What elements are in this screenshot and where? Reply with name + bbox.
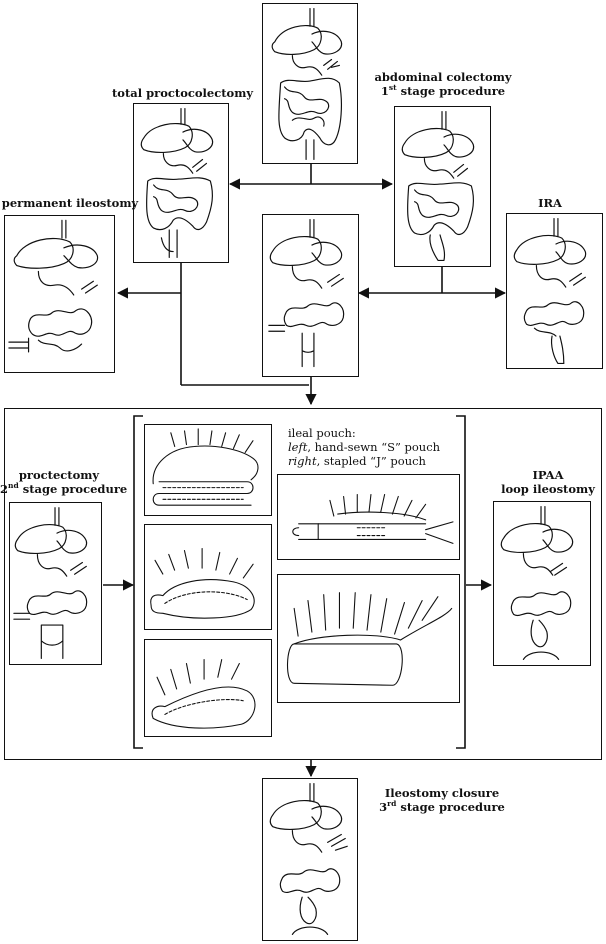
illustration-proctectomy <box>9 502 102 665</box>
label-permanent-ileostomy: permanent ileostomy <box>1 196 139 210</box>
stage-two-panel <box>4 408 602 760</box>
anatomy-drawing <box>140 107 214 259</box>
illustration-intact-colon <box>262 3 358 164</box>
s-pouch-illustration <box>152 428 259 506</box>
anatomy-drawing <box>513 217 587 365</box>
j-pouch-illustration <box>151 659 256 729</box>
anatomy-drawing <box>269 783 348 935</box>
j-pouch-stapler-illustration <box>292 493 454 544</box>
label-ipaa: IPAA loop ileostomy <box>501 468 595 496</box>
label-ira: IRA <box>538 196 562 210</box>
pouch-caption-left-rest: , hand-sewn “S” pouch <box>307 440 441 454</box>
label-total-proctocolectomy: total proctocolectomy <box>112 86 254 100</box>
label-ileostomy-closure: Ileostomy closure 3rd stage procedure <box>379 786 505 814</box>
illustration-abdominal-colectomy <box>394 106 491 267</box>
anatomy-drawing <box>271 8 343 160</box>
illustration-ipaa <box>493 501 591 666</box>
pouch-caption-title: ileal pouch: <box>288 426 356 440</box>
anatomy-drawing <box>8 219 99 353</box>
illustration-ira <box>506 213 603 369</box>
label-proctectomy: proctectomy 2nd stage procedure <box>0 468 128 496</box>
anatomy-drawing <box>401 110 475 262</box>
illustration-proctocolectomy-result <box>262 214 359 377</box>
pouch-drawing-j-top <box>277 474 460 560</box>
pouch-drawing-j-bottom <box>144 639 272 737</box>
illustration-permanent-ileostomy <box>4 215 115 373</box>
pouch-drawing-s-top <box>144 424 272 516</box>
illustration-ileostomy-closure <box>262 778 358 941</box>
anatomy-drawing <box>268 219 345 368</box>
illustration-total-proctocolectomy <box>133 103 229 263</box>
s-pouch-illustration <box>150 548 255 619</box>
pouch-caption: ileal pouch: left, hand-sewn “S” pouch r… <box>288 426 440 468</box>
anatomy-drawing <box>500 506 574 661</box>
j-pouch-illustration <box>286 592 453 686</box>
label-abdominal-colectomy: abdominal colectomy 1st stage procedure <box>374 70 512 98</box>
anatomy-drawing <box>13 507 88 659</box>
pouch-drawing-j-bottom-right <box>277 574 460 703</box>
pouch-caption-right-word: right <box>288 454 317 468</box>
pouch-drawing-s-middle <box>144 524 272 630</box>
pouch-caption-left-word: left <box>288 440 308 454</box>
pouch-caption-right-rest: , stapled “J” pouch <box>316 454 426 468</box>
